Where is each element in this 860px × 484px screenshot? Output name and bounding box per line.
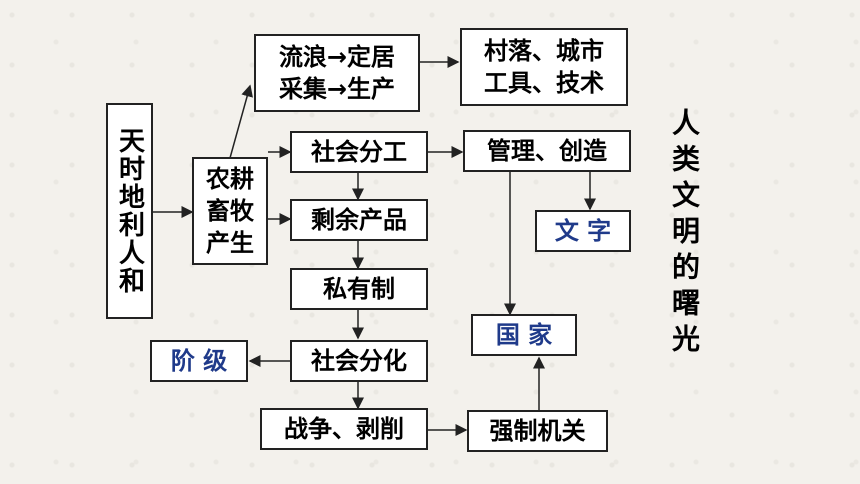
node-shengyu: 剩余产品 <box>290 199 428 241</box>
node-tianshi: 天时地利人和 <box>106 103 153 319</box>
node-guojia: 国 家 <box>471 314 577 356</box>
arrow-nonggeng-to-liulang <box>229 84 253 159</box>
node-cunluo-line2: 工具、技术 <box>484 69 604 97</box>
node-liulang: 流浪→定居 采集→生产 <box>254 34 420 112</box>
node-liulang-line1: 流浪→定居 <box>278 43 396 71</box>
node-shehui-fengong: 社会分工 <box>290 131 428 173</box>
node-nonggeng-line2: 畜牧 <box>206 197 254 225</box>
node-fenhua: 社会分化 <box>290 340 428 382</box>
node-siyouzhi: 私有制 <box>290 268 428 310</box>
node-zhanzheng: 战争、剥削 <box>260 408 428 450</box>
node-guanli: 管理、创造 <box>463 130 631 172</box>
node-wenzi: 文 字 <box>535 210 631 252</box>
node-nonggeng: 农耕 畜牧 产生 <box>192 157 268 265</box>
node-liulang-line2: 采集→生产 <box>278 75 396 103</box>
node-nonggeng-line1: 农耕 <box>206 165 254 193</box>
node-jieji: 阶 级 <box>150 340 248 382</box>
side-title: 人类文明的曙光 <box>668 108 701 360</box>
node-qiangzhi: 强制机关 <box>467 410 608 452</box>
node-cunluo-line1: 村落、城市 <box>484 37 604 65</box>
node-cunluo: 村落、城市 工具、技术 <box>460 28 628 106</box>
node-nonggeng-line3: 产生 <box>206 229 254 257</box>
